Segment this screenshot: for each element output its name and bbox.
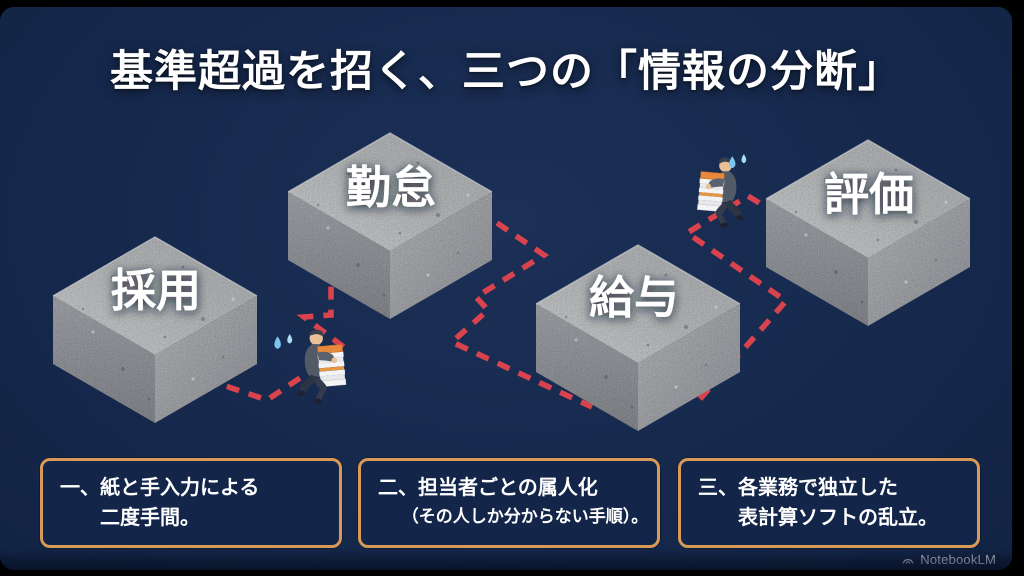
note-line2: （その人しか分からない手順）。 xyxy=(401,507,649,527)
block-recruitment: 採用 xyxy=(52,236,258,424)
note-line1: 各業務で独立した xyxy=(738,477,898,499)
note-line2: 表計算ソフトの乱立。 xyxy=(738,507,938,530)
block-label: 勤怠 xyxy=(346,162,436,213)
watermark: NotebookLM xyxy=(901,552,996,567)
watermark-label: NotebookLM xyxy=(920,552,996,567)
diagram-scene: 採用 勤怠 給与 評価 xyxy=(52,132,971,432)
note-number: 一、 xyxy=(60,477,100,499)
notes-row: 一、紙と手入力による 二度手間。 二、担当者ごとの属人化 （その人しか分からない… xyxy=(0,458,1012,552)
block-label: 評価 xyxy=(824,169,914,220)
slide-background: 基準超過を招く、三つの「情報の分断」 xyxy=(0,7,1012,570)
dashed-path-attendance-payroll xyxy=(446,207,594,410)
note-number: 三、 xyxy=(698,477,738,499)
note-box-2: 二、担当者ごとの属人化 （その人しか分からない手順）。 xyxy=(358,458,660,548)
note-line1: 紙と手入力による xyxy=(100,477,260,499)
note-line2: 二度手間。 xyxy=(100,507,200,530)
slide-title: 基準超過を招く、三つの「情報の分断」 xyxy=(110,48,902,96)
sweat-drops-icon xyxy=(274,334,293,349)
note-box-1: 一、紙と手入力による 二度手間。 xyxy=(40,458,342,548)
block-payroll: 給与 xyxy=(535,244,741,432)
block-label: 給与 xyxy=(589,272,679,323)
note-line1: 担当者ごとの属人化 xyxy=(418,477,598,499)
paper-carrier-runner xyxy=(696,154,747,229)
block-evaluation: 評価 xyxy=(765,139,971,327)
note-box-3: 三、各業務で独立した 表計算ソフトの乱立。 xyxy=(678,458,980,548)
dashed-path-recruit-attendance xyxy=(204,273,350,404)
block-attendance: 勤怠 xyxy=(287,132,493,320)
red-dashed-route xyxy=(204,192,792,410)
note-number: 二、 xyxy=(378,477,418,499)
block-label: 採用 xyxy=(111,265,201,316)
sweat-drops-icon xyxy=(729,154,747,169)
notebooklm-logo-icon xyxy=(903,558,914,563)
